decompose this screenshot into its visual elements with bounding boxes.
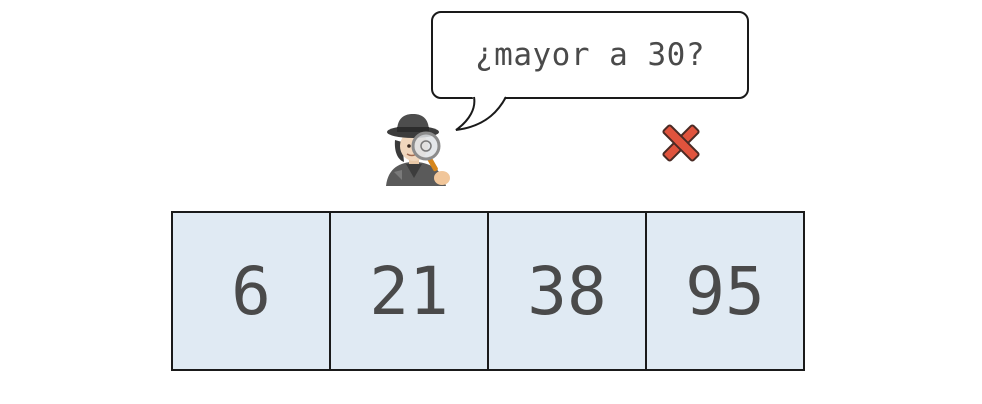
detective-with-magnifying-glass-icon (386, 114, 450, 186)
array-cell-value: 38 (527, 252, 607, 330)
array-cell-value: 6 (231, 252, 271, 330)
speech-bubble-text: ¿mayor a 30? (475, 37, 705, 73)
array-cell-value: 21 (369, 252, 449, 330)
cross-mark-icon (662, 124, 700, 162)
array-cell-value: 95 (685, 252, 765, 330)
array: 6 21 38 95 (171, 211, 805, 371)
array-cell: 38 (487, 211, 647, 371)
array-cell: 21 (329, 211, 489, 371)
array-cell: 95 (645, 211, 805, 371)
speech-bubble-tail (455, 96, 507, 131)
array-cell: 6 (171, 211, 331, 371)
speech-bubble: ¿mayor a 30? (431, 11, 749, 99)
